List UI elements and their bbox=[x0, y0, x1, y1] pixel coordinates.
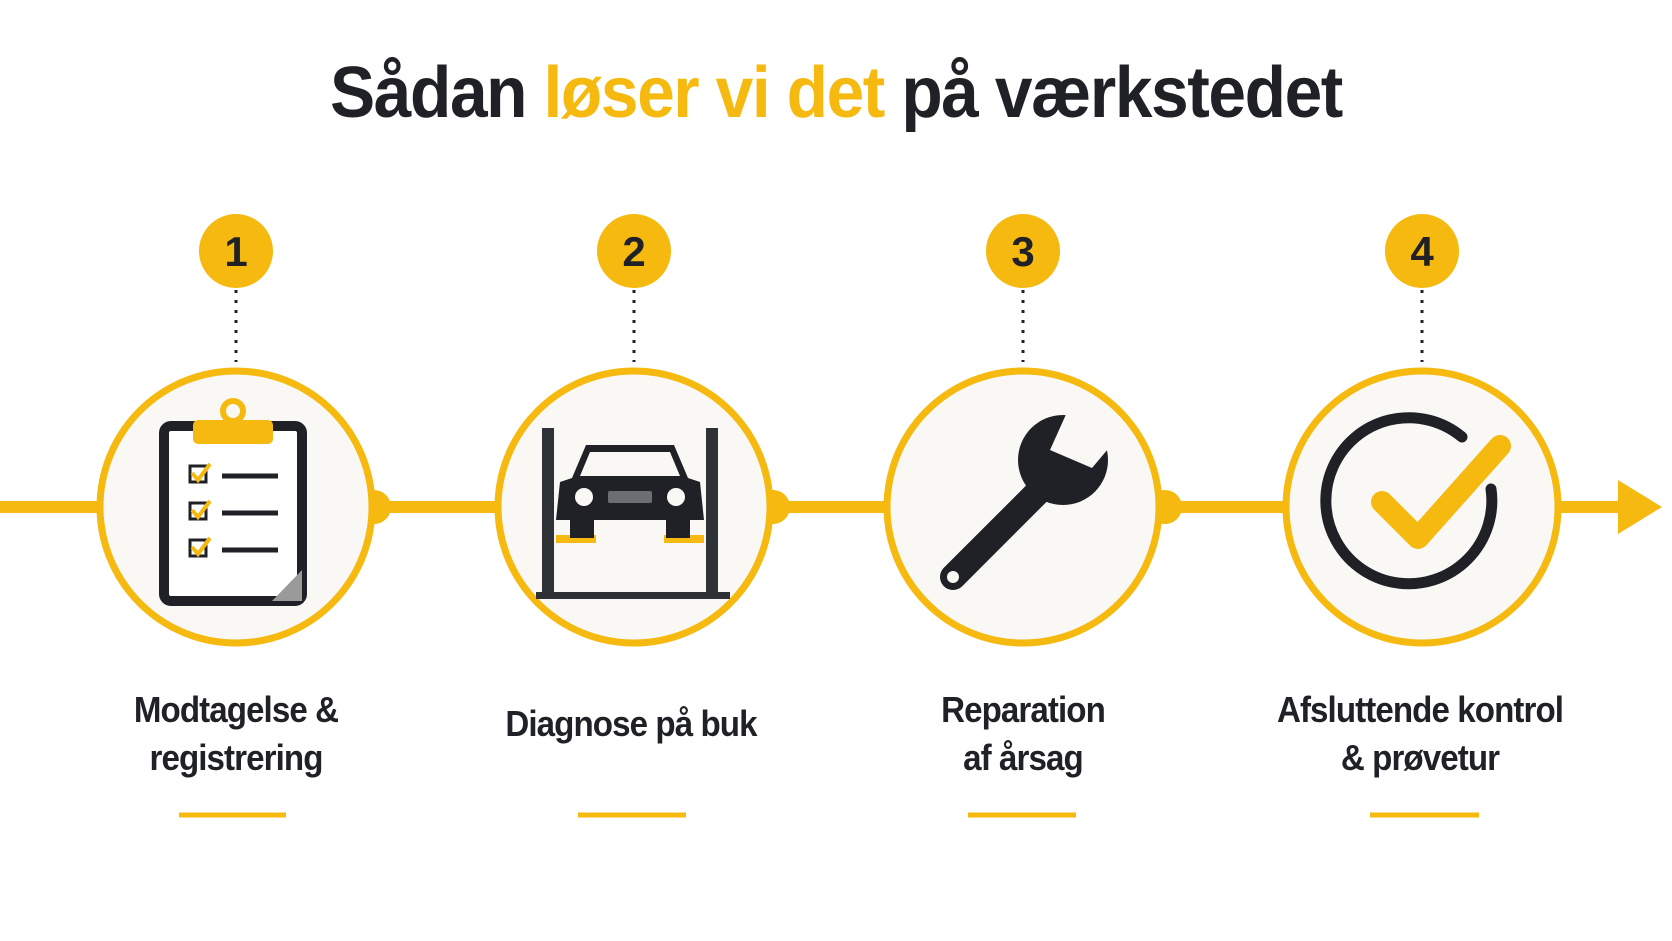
step-4-label-line-1: Afsluttende kontrol bbox=[1276, 689, 1564, 730]
step-1-label: Modtagelse & registrering bbox=[70, 686, 401, 782]
title-part-1: Sådan bbox=[330, 53, 544, 133]
step-1-label-line-2: registrering bbox=[149, 737, 323, 778]
step-4-label-line-2: & prøvetur bbox=[1340, 737, 1500, 778]
step-1-number: 1 bbox=[224, 228, 247, 275]
step-1: 1 bbox=[96, 214, 376, 818]
step-3: 3 bbox=[883, 214, 1163, 818]
timeline-arrow-head bbox=[1618, 480, 1662, 534]
car-lift-icon bbox=[536, 428, 730, 599]
step-3-label-line-2: af årsag bbox=[963, 737, 1084, 778]
step-4-label: Afsluttende kontrol & prøvetur bbox=[1254, 686, 1585, 782]
step-4: 4 bbox=[1282, 214, 1562, 818]
check-circle-icon bbox=[1320, 412, 1511, 590]
step-2-label-line-1: Diagnose på buk bbox=[505, 703, 757, 744]
clipboard-checklist-icon bbox=[159, 398, 307, 606]
step-2-number: 2 bbox=[622, 228, 645, 275]
step-2-label: Diagnose på buk bbox=[465, 700, 796, 748]
step-4-number-badge bbox=[1385, 214, 1459, 288]
step-3-label: Reparation af årsag bbox=[857, 686, 1188, 782]
title-part-2-accent: løser vi det bbox=[543, 53, 886, 133]
step-1-label-line-1: Modtagelse & bbox=[133, 689, 339, 730]
step-3-number-badge bbox=[986, 214, 1060, 288]
wrench-icon bbox=[940, 410, 1124, 590]
title-part-3: på værkstedet bbox=[883, 53, 1343, 133]
step-4-number: 4 bbox=[1410, 228, 1434, 275]
step-2: 2 bbox=[494, 214, 774, 818]
page-title: Sådan løser vi det på værkstedet bbox=[50, 52, 1622, 134]
step-3-label-line-1: Reparation bbox=[941, 689, 1106, 730]
step-2-number-badge bbox=[597, 214, 671, 288]
step-1-number-badge bbox=[199, 214, 273, 288]
step-3-number: 3 bbox=[1011, 228, 1034, 275]
